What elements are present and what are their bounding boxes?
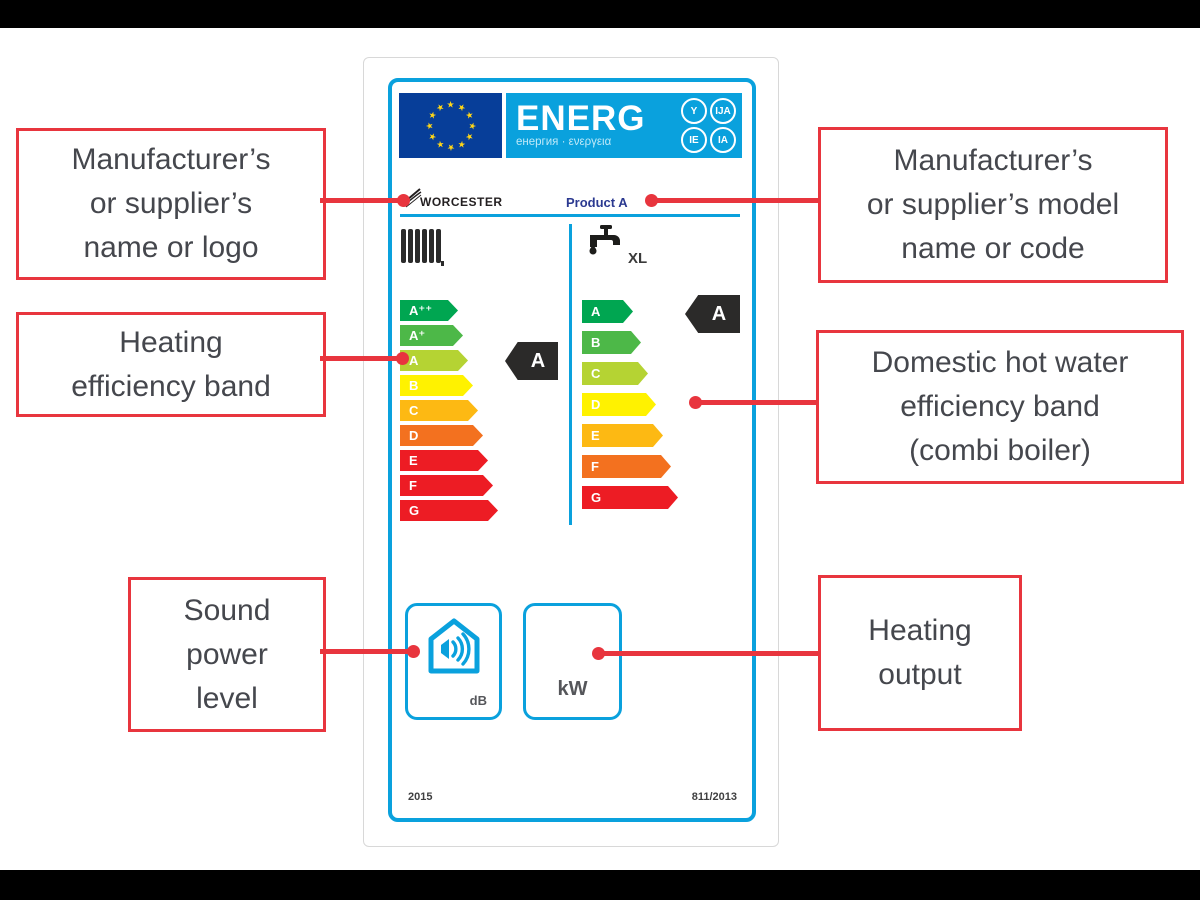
eu-flag-star: ★ [467, 121, 477, 130]
heating-band-5: D [400, 425, 483, 446]
callout-heating-band: Heating efficiency band [16, 312, 326, 417]
connector-model-name [653, 198, 818, 203]
dhw-band-3: D [582, 393, 656, 416]
callout-line: level [196, 681, 258, 715]
connector-heating-band [320, 356, 404, 361]
energ-word: ENERG [516, 99, 646, 138]
callout-line: Domestic hot water [871, 346, 1129, 379]
column-divider [569, 224, 572, 525]
heating-band-3: B [400, 375, 473, 396]
dhw-band-1: B [582, 331, 641, 354]
badge-ija: IJA [710, 98, 736, 124]
sound-power-box: dB [405, 603, 502, 720]
eu-flag-icon: ★★★★★★★★★★★★ [399, 93, 502, 158]
load-profile-xl: XL [628, 250, 648, 267]
heating-band-8: G [400, 500, 498, 521]
callout-dhw-band: Domestic hot water efficiency band (comb… [816, 330, 1184, 484]
callout-line: (combi boiler) [909, 434, 1091, 467]
eu-flag-star: ★ [446, 99, 455, 109]
sound-unit-db: dB [469, 693, 487, 708]
energ-wordmark: ENERG енергия · ενεργεια [516, 99, 681, 149]
callout-line: or supplier’s [89, 187, 253, 220]
callout-line: output [878, 658, 962, 691]
header-divider [400, 214, 740, 217]
connector-dot-heating-output [592, 647, 605, 660]
callout-line: power [186, 637, 268, 671]
callout-line: Heating [868, 614, 972, 647]
energ-language-badges: Y IJA IE IA [681, 98, 736, 153]
label-year: 2015 [408, 791, 433, 803]
callout-line: Manufacturer’s [71, 143, 271, 176]
connector-manufacturer-name [320, 198, 405, 203]
badge-ia: IA [710, 127, 736, 153]
heating-band-0: A⁺⁺ [400, 300, 458, 321]
callout-model-name: Manufacturer’s or supplier’s model name … [818, 127, 1168, 283]
energ-subtitle: енергия · ενεργεια [516, 136, 612, 148]
power-unit-kw: kW [557, 678, 588, 700]
dhw-band-0: A [582, 300, 633, 323]
heating-band-6: E [400, 450, 488, 471]
product-model-name: Product A [566, 195, 628, 210]
bottom-letterbox-bar [0, 870, 1200, 900]
radiator-icon [401, 229, 444, 266]
badge-y: Y [681, 98, 707, 124]
dhw-band-6: G [582, 486, 678, 509]
callout-sound-power: Sound power level [128, 577, 326, 732]
callout-line: efficiency band [71, 369, 271, 403]
callout-line: Manufacturer’s [893, 144, 1093, 177]
callout-heating-output: Heating output [818, 575, 1022, 731]
top-letterbox-bar [0, 0, 1200, 28]
eu-flag-star: ★ [446, 142, 455, 152]
heating-band-2: A [400, 350, 468, 371]
connector-heating-output [600, 651, 818, 656]
callout-line: efficiency band [900, 390, 1100, 423]
energ-logo: ENERG енергия · ενεργεια Y IJA IE IA [506, 93, 742, 158]
dhw-band-2: C [582, 362, 648, 385]
connector-dhw-band [697, 400, 816, 405]
heating-output-box: kW [523, 603, 622, 720]
dhw-band-5: F [582, 455, 671, 478]
hot-water-section-header: XL [584, 224, 654, 267]
dhw-rating-tag: A [685, 295, 740, 333]
callout-line: Sound [183, 593, 271, 627]
sound-power-house-icon [428, 618, 480, 674]
connector-dot-model-name [645, 194, 658, 207]
tap-icon [589, 225, 620, 255]
callout-line: name or logo [83, 231, 259, 264]
callout-line: Heating [119, 325, 223, 359]
connector-sound-power [320, 649, 415, 654]
heating-band-4: C [400, 400, 478, 421]
callout-line: name or code [901, 232, 1085, 265]
manufacturer-logo: WORCESTER [420, 195, 503, 209]
heating-rating-tag: A [505, 342, 558, 380]
connector-dot-manufacturer-name [397, 194, 410, 207]
badge-ie: IE [681, 127, 707, 153]
callout-line: or supplier’s model [866, 188, 1120, 221]
heating-band-7: F [400, 475, 493, 496]
connector-dot-sound-power [407, 645, 420, 658]
eu-flag-star: ★ [424, 121, 434, 130]
heating-band-1: A⁺ [400, 325, 463, 346]
energy-label: ★★★★★★★★★★★★ ENERG енергия · ενεργεια Y … [388, 78, 756, 822]
connector-dot-heating-band [396, 352, 409, 365]
dhw-band-4: E [582, 424, 663, 447]
regulation-number: 811/2013 [691, 791, 737, 803]
callout-manufacturer-name: Manufacturer’s or supplier’s name or log… [16, 128, 326, 280]
connector-dot-dhw-band [689, 396, 702, 409]
